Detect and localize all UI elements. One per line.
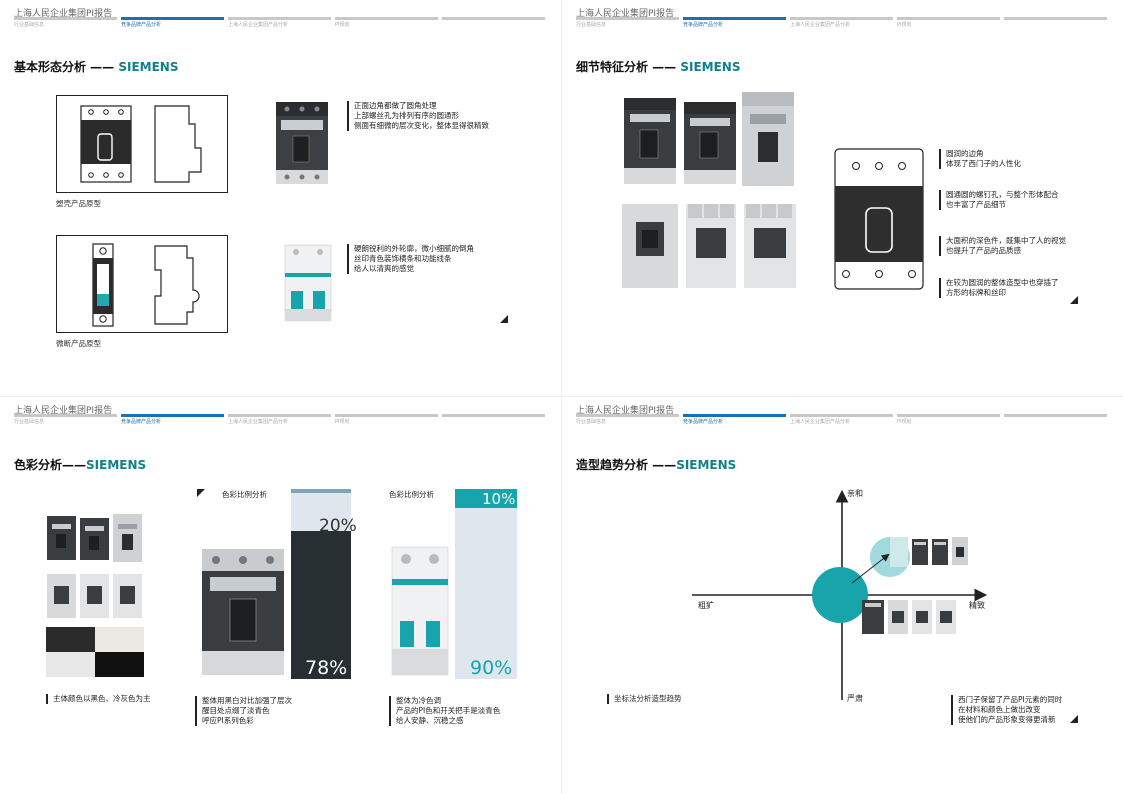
detail-note-screws: 圆通圆的螺钉孔，与整个形体配合也丰富了产品细节 bbox=[939, 190, 1059, 210]
ratio-bar-a bbox=[291, 489, 351, 679]
mcb-caption: 微断产品原型 bbox=[56, 339, 101, 348]
trend-coordinate-diagram bbox=[692, 485, 992, 705]
swatch-light-gray bbox=[46, 652, 95, 677]
section-nav: 行业基础信息 竞争品牌产品分析 上海人民企业集团产品分析 PI规划 bbox=[576, 414, 1110, 430]
report-title: 上海人民企业集团PI报告 bbox=[576, 9, 675, 19]
section-nav: 行业基础信息 竞争品牌产品分析 上海人民企业集团产品分析 PI规划 bbox=[576, 17, 1110, 33]
trend-bubble-old bbox=[812, 567, 868, 623]
ratio-a-top-pct: 20% bbox=[319, 516, 357, 536]
nav-tab-pi[interactable]: PI规划 bbox=[897, 17, 1000, 28]
quadrant-divider-vertical bbox=[561, 0, 562, 794]
detail-note-corners: 圆润的边角体现了西门子的人性化 bbox=[939, 149, 1021, 169]
product-photo-grid bbox=[622, 92, 797, 288]
mccb-photo bbox=[273, 100, 331, 186]
ratio-bar-b bbox=[455, 489, 517, 679]
nav-tab-competitor[interactable]: 竞争品牌产品分析 bbox=[683, 17, 786, 28]
swatch-warm-white bbox=[95, 627, 144, 652]
nav-tab-extra bbox=[442, 414, 545, 417]
trend-note-conclusion: 西门子保留了产品PI元素的同时在材料和颜色上做出改变使他们的产品形象变得更清新 bbox=[951, 695, 1062, 725]
page-title: 细节特征分析 —— SIEMENS bbox=[576, 60, 741, 74]
axis-label-left: 粗犷 bbox=[698, 601, 714, 610]
corner-mark bbox=[1070, 715, 1078, 723]
mcb-sketch bbox=[56, 235, 228, 333]
section-nav: 行业基础信息 竞争品牌产品分析 上海人民企业集团产品分析 PI规划 bbox=[14, 414, 548, 430]
page-title: 基本形态分析 —— SIEMENS bbox=[14, 60, 179, 74]
ratio-bar-b-light bbox=[455, 508, 517, 679]
ratio-label-a: 色彩比例分析 bbox=[222, 490, 267, 499]
report-title: 上海人民企业集团PI报告 bbox=[576, 406, 675, 416]
nav-tab-competitor[interactable]: 竞争品牌产品分析 bbox=[683, 414, 786, 425]
mccb-note: 正面边角都做了圆角处理上部螺丝孔为排列有序的圆通形侧面有细微的层次变化，整体显得… bbox=[347, 101, 489, 131]
nav-tab-pi[interactable]: PI规划 bbox=[897, 414, 1000, 425]
slide-detail-features: 上海人民企业集团PI报告 行业基础信息 竞争品牌产品分析 上海人民企业集团产品分… bbox=[562, 0, 1123, 397]
nav-tab-pi[interactable]: PI规划 bbox=[335, 414, 438, 425]
swatch-black bbox=[46, 627, 95, 652]
mccb-caption: 塑壳产品原型 bbox=[56, 199, 101, 208]
ratio-b-top-pct: 10% bbox=[482, 490, 516, 508]
corner-mark bbox=[197, 489, 205, 497]
quadrant-divider-horizontal bbox=[0, 396, 1123, 397]
page-title: 造型趋势分析 ——SIEMENS bbox=[576, 458, 737, 472]
color-note-main: 主体颜色以黑色、冷灰色为主 bbox=[46, 694, 151, 704]
ratio-bar-a-dark bbox=[291, 531, 351, 679]
nav-tab-extra bbox=[1004, 17, 1107, 20]
ratio-label-b: 色彩比例分析 bbox=[389, 490, 434, 499]
detail-sketch bbox=[834, 148, 924, 290]
mccb-large-photo bbox=[198, 547, 288, 677]
slide-color-analysis: 上海人民企业集团PI报告 行业基础信息 竞争品牌产品分析 上海人民企业集团产品分… bbox=[0, 397, 561, 794]
trend-products-lower bbox=[862, 600, 956, 634]
axis-label-bottom: 严肃 bbox=[847, 694, 863, 703]
nav-tab-extra bbox=[1004, 414, 1107, 417]
ratio-bar-a-light bbox=[291, 489, 351, 531]
swatch-deep-black bbox=[95, 652, 144, 677]
nav-tab-competitor[interactable]: 竞争品牌产品分析 bbox=[121, 17, 224, 28]
nav-tab-competitor[interactable]: 竞争品牌产品分析 bbox=[121, 414, 224, 425]
report-title: 上海人民企业集团PI报告 bbox=[14, 9, 113, 19]
slide-form-trend: 上海人民企业集团PI报告 行业基础信息 竞争品牌产品分析 上海人民企业集团产品分… bbox=[562, 397, 1123, 794]
color-note-cool: 整体为冷色调产品的PI色和开关把手是淡青色给人安静、沉稳之感 bbox=[389, 696, 500, 726]
ratio-bar-b-teal bbox=[455, 489, 517, 508]
mcb-photo bbox=[283, 243, 333, 323]
nav-tab-industry[interactable]: 行业基础信息 bbox=[576, 414, 679, 425]
corner-mark bbox=[500, 315, 508, 323]
ratio-b-bottom-pct: 90% bbox=[470, 657, 513, 679]
detail-note-label: 在较为圆润的整体造型中也穿插了方形的标牌和丝印 bbox=[939, 278, 1059, 298]
product-thumbnails bbox=[46, 514, 144, 624]
corner-mark bbox=[1070, 296, 1078, 304]
report-title: 上海人民企业集团PI报告 bbox=[14, 406, 113, 416]
mcb-note: 硬朗锐利的外轮廓，微小细腻的倒角丝印青色装饰横条和功能线条给人以清爽的感觉 bbox=[347, 244, 474, 274]
nav-tab-people[interactable]: 上海人民企业集团产品分析 bbox=[228, 17, 331, 28]
ratio-a-bottom-pct: 78% bbox=[305, 657, 348, 679]
trend-note-method: 坐标法分析造型趋势 bbox=[607, 694, 682, 704]
nav-tab-industry[interactable]: 行业基础信息 bbox=[576, 17, 679, 28]
slide-basic-form: 上海人民企业集团PI报告 行业基础信息 竞争品牌产品分析 上海人民企业集团产品分… bbox=[0, 0, 561, 397]
nav-tab-people[interactable]: 上海人民企业集团产品分析 bbox=[790, 17, 893, 28]
nav-tab-people[interactable]: 上海人民企业集团产品分析 bbox=[790, 414, 893, 425]
nav-tab-pi[interactable]: PI规划 bbox=[335, 17, 438, 28]
nav-tab-extra bbox=[442, 17, 545, 20]
mccb-sketch bbox=[56, 95, 228, 193]
color-swatches bbox=[46, 627, 144, 677]
nav-tab-people[interactable]: 上海人民企业集团产品分析 bbox=[228, 414, 331, 425]
axis-label-top: 亲和 bbox=[847, 489, 863, 498]
section-nav: 行业基础信息 竞争品牌产品分析 上海人民企业集团产品分析 PI规划 bbox=[14, 17, 548, 33]
page-title: 色彩分析——SIEMENS bbox=[14, 458, 147, 472]
mcb-large-photo bbox=[390, 545, 450, 677]
trend-products-upper bbox=[890, 537, 968, 567]
nav-tab-industry[interactable]: 行业基础信息 bbox=[14, 17, 117, 28]
color-note-contrast: 整体用黑白对比加强了层次醒目处点缀了淡青色呼应PI系列色彩 bbox=[195, 696, 292, 726]
nav-tab-industry[interactable]: 行业基础信息 bbox=[14, 414, 117, 425]
axis-label-right: 精致 bbox=[969, 601, 985, 610]
detail-note-dark: 大面积的深色件，既集中了人的视觉也提升了产品的品质感 bbox=[939, 236, 1066, 256]
